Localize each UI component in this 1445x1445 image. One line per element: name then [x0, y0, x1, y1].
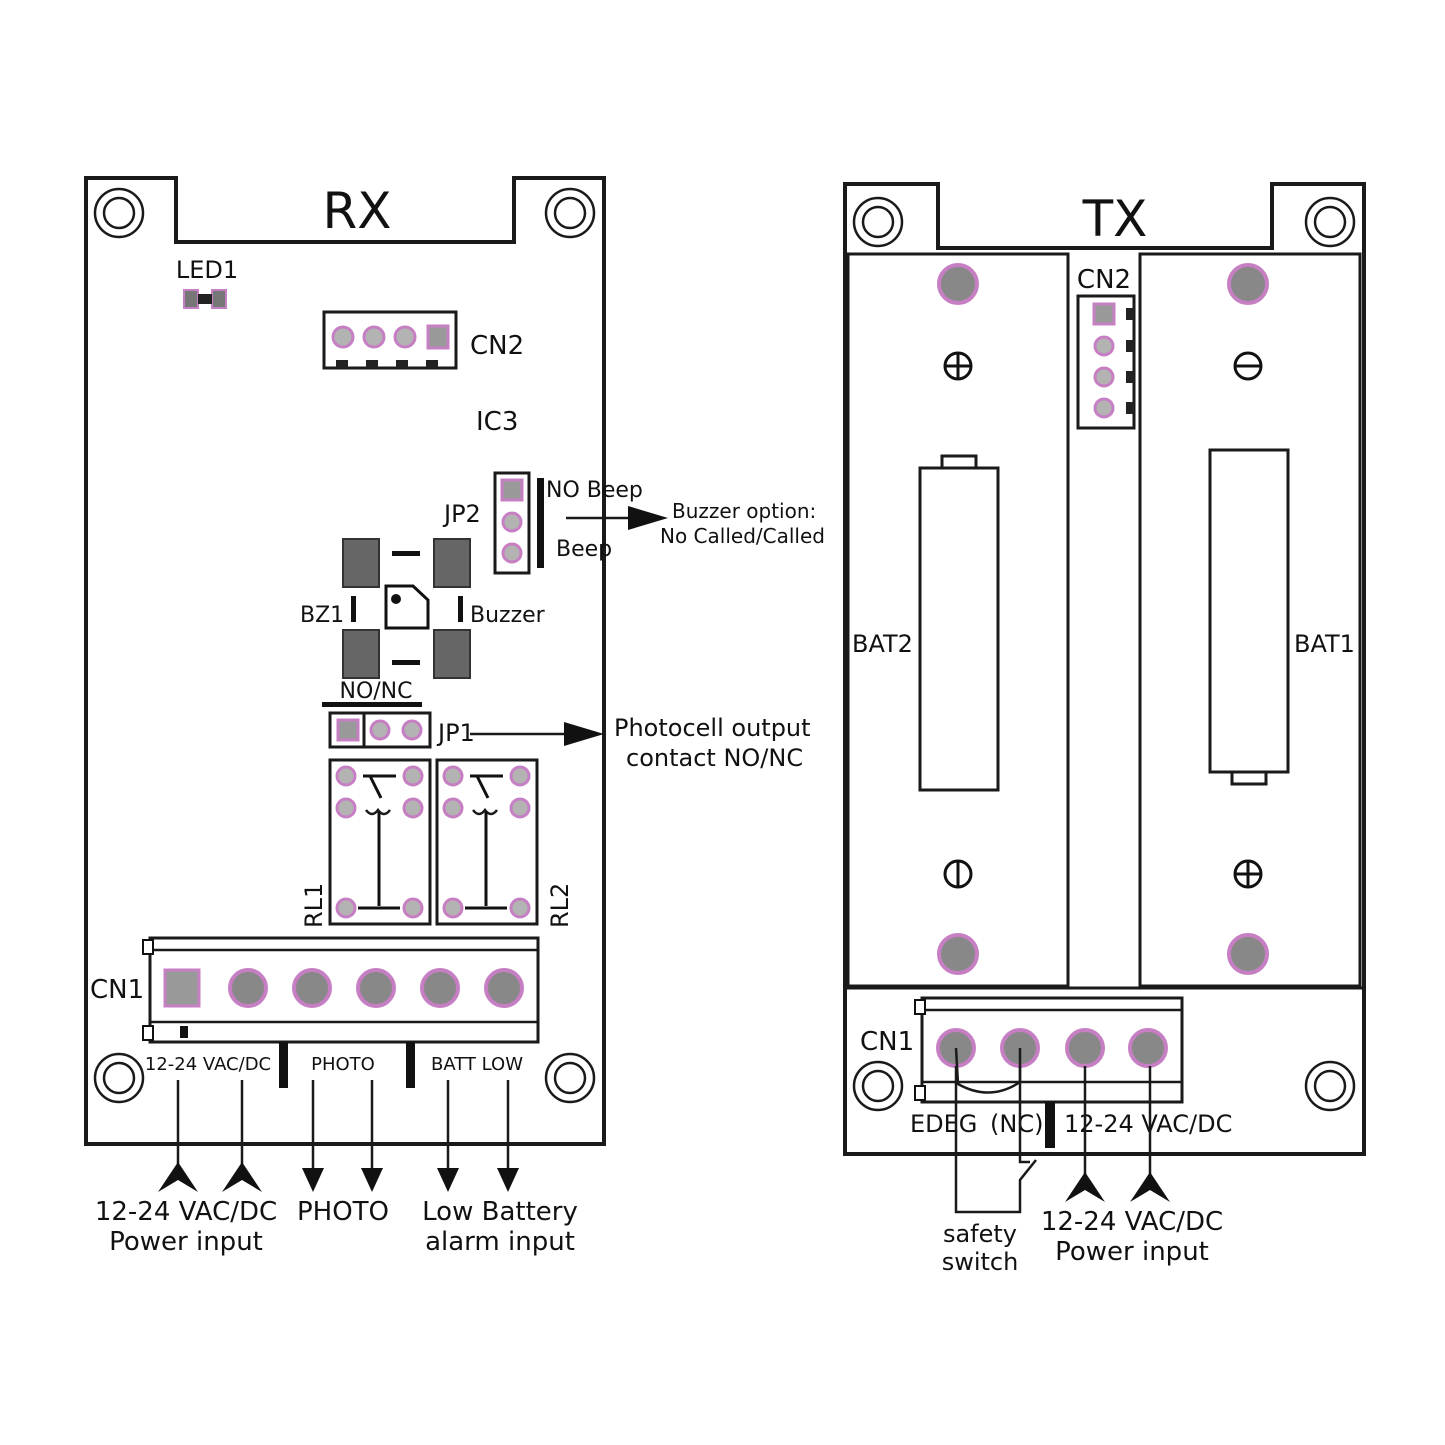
rx-rl2-relay: [435, 758, 539, 926]
tx-bottom-power-line2: Power input: [1055, 1237, 1209, 1267]
rx-ic3-label: IC3: [476, 407, 518, 437]
rx-bottom-photo: PHOTO: [297, 1197, 389, 1227]
rx-mount-hole-bl: [93, 1052, 145, 1104]
rx-cn1-terminal-block: [142, 936, 540, 1044]
tx-term-power-label: 12-24 VAC/DC: [1064, 1110, 1232, 1138]
tx-power-wires: [1065, 1066, 1170, 1202]
rx-bottom-low-line1: Low Battery: [422, 1197, 578, 1227]
rx-led1-component: [183, 289, 227, 309]
tx-bat2-holder: [846, 252, 1070, 988]
rx-buzzer-option-line2: No Called/Called: [660, 524, 825, 548]
tx-bat2-label: BAT2: [852, 630, 913, 658]
tx-cn1-terminal-block: [914, 996, 1184, 1104]
rx-buzzer-label: Buzzer: [470, 603, 546, 628]
tx-mount-hole-tl: [852, 196, 904, 248]
tx-edeg-label: EDEG: [910, 1110, 977, 1138]
rx-term-batt-label: BATT LOW: [431, 1054, 523, 1075]
tx-mount-hole-br: [1304, 1060, 1356, 1112]
rx-bottom-power-line2: Power input: [109, 1227, 263, 1257]
tx-bat1-label: BAT1: [1294, 630, 1355, 658]
rx-mount-hole-tl: [93, 187, 145, 239]
rx-buzzer-option-arrow: [566, 506, 668, 530]
rx-rl2-label: RL2: [546, 883, 574, 928]
rx-bottom-wires: [158, 1080, 519, 1192]
rx-mount-hole-tr: [544, 187, 596, 239]
rx-jp2-label: JP2: [442, 500, 481, 528]
rx-photocell-arrow: [470, 722, 604, 746]
rx-jp2-beep: Beep: [556, 537, 612, 562]
tx-safety-line2: switch: [942, 1248, 1019, 1276]
tx-terminal-separator: [1045, 1102, 1055, 1148]
rx-rl1-relay: [328, 758, 432, 926]
tx-cn2-label: CN2: [1077, 265, 1131, 295]
rx-board: RX LED1 CN2 IC3: [84, 176, 825, 1257]
tx-cn1-label: CN1: [860, 1027, 914, 1057]
rx-buzzer-option-line1: Buzzer option:: [672, 499, 816, 523]
rx-terminal-separator-2: [406, 1042, 415, 1088]
tx-mount-hole-bl: [852, 1060, 904, 1112]
rx-bz1-buzzer: [342, 538, 471, 679]
rx-terminal-separator-1: [279, 1042, 288, 1088]
tx-title: TX: [1082, 190, 1148, 248]
rx-jp1-label: JP1: [436, 719, 475, 747]
rx-no-nc-label: NO/NC: [339, 679, 412, 704]
rx-led1-label: LED1: [176, 256, 238, 284]
rx-bottom-low-line2: alarm input: [425, 1227, 575, 1257]
rx-term-power-label: 12-24 VAC/DC: [145, 1054, 271, 1075]
rx-title: RX: [323, 182, 392, 240]
rx-cn1-label: CN1: [90, 975, 144, 1005]
rx-bottom-power-line1: 12-24 VAC/DC: [95, 1197, 277, 1227]
tx-nc-label: (NC): [990, 1110, 1043, 1138]
tx-bottom-power-line1: 12-24 VAC/DC: [1041, 1207, 1223, 1237]
rx-jp2-jumper: [493, 471, 544, 575]
tx-mount-hole-tr: [1304, 196, 1356, 248]
rx-photocell-line1: Photocell output: [614, 714, 811, 742]
rx-term-photo-label: PHOTO: [311, 1054, 375, 1075]
rx-photocell-line2: contact NO/NC: [626, 744, 803, 772]
tx-cn2-connector: [1076, 294, 1136, 430]
rx-cn2-connector: [322, 310, 458, 370]
rx-bz1-label: BZ1: [300, 603, 344, 628]
tx-safety-line1: safety: [943, 1220, 1017, 1248]
rx-jp1-jumper: [322, 702, 432, 749]
rx-jp2-no-beep: NO Beep: [546, 478, 643, 503]
rx-mount-hole-br: [544, 1052, 596, 1104]
tx-board: TX BAT2: [843, 182, 1366, 1276]
tx-safety-switch-wiring: [954, 1066, 1037, 1214]
rx-rl1-label: RL1: [300, 883, 328, 928]
tx-bat1-holder: [1138, 252, 1362, 988]
rx-cn2-label: CN2: [470, 331, 524, 361]
